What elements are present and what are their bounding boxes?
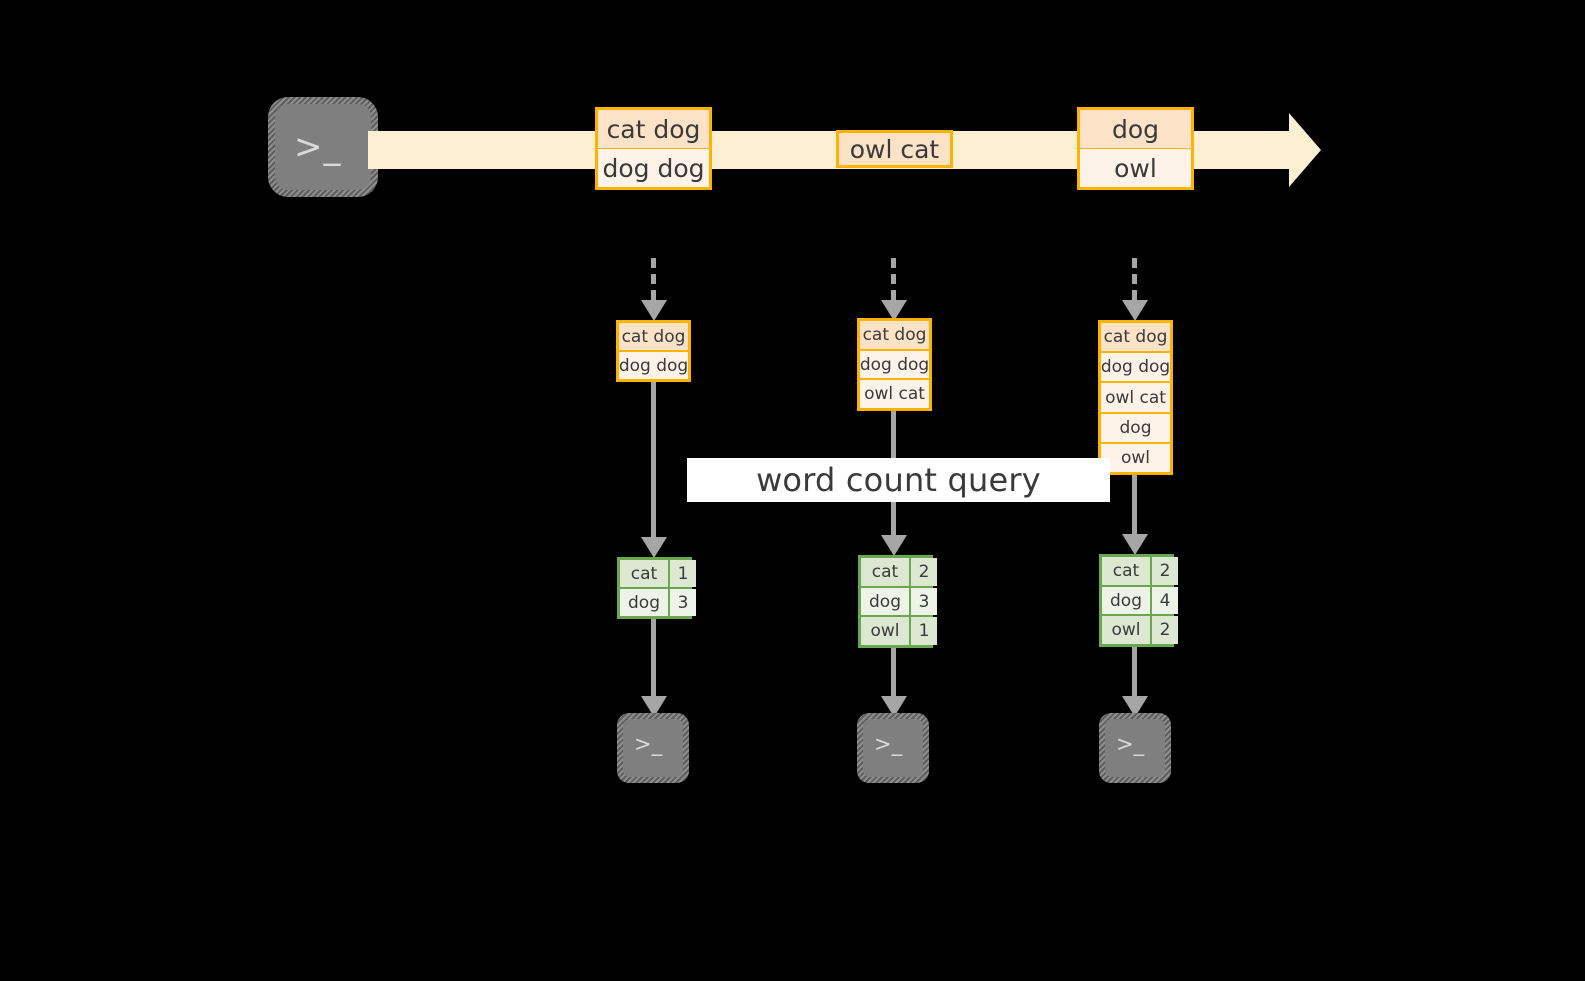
result-value: 2 bbox=[909, 558, 937, 586]
stream-record: dog owl bbox=[1077, 107, 1194, 190]
connector-arrowhead bbox=[640, 537, 667, 558]
source-terminal-icon: >_ bbox=[268, 97, 378, 197]
table-row: cat 1 bbox=[620, 560, 696, 587]
stack-line: owl cat bbox=[860, 378, 929, 409]
connector-line bbox=[651, 382, 656, 540]
record-line: cat dog bbox=[598, 110, 709, 148]
stack-line: dog dog bbox=[619, 350, 688, 379]
stream-arrow-head bbox=[1289, 113, 1321, 187]
record-line: dog dog bbox=[598, 148, 709, 187]
result-value: 4 bbox=[1150, 586, 1178, 615]
result-key: dog bbox=[620, 589, 668, 616]
stack-line: cat dog bbox=[1101, 323, 1170, 352]
connector-arrowhead bbox=[1121, 696, 1148, 717]
result-table: cat 2 dog 3 owl 1 bbox=[858, 555, 937, 648]
connector-arrowhead bbox=[1121, 300, 1148, 321]
terminal-body bbox=[863, 719, 923, 777]
stream-to-snapshot-connector bbox=[880, 258, 907, 321]
connector-line bbox=[651, 619, 656, 699]
table-row: owl 1 bbox=[861, 615, 937, 646]
stack-line: dog bbox=[1101, 411, 1170, 442]
result-key: dog bbox=[1102, 586, 1150, 615]
connector-line bbox=[1132, 647, 1137, 699]
connector-line bbox=[651, 258, 656, 300]
result-table: cat 2 dog 4 owl 2 bbox=[1099, 554, 1178, 647]
result-key: owl bbox=[861, 617, 909, 646]
terminal-body bbox=[623, 719, 683, 777]
connector-arrowhead bbox=[880, 300, 907, 321]
table-row: cat 2 bbox=[1102, 557, 1178, 585]
result-key: cat bbox=[620, 560, 668, 587]
stack-line: cat dog bbox=[619, 323, 688, 350]
connector-arrowhead bbox=[640, 300, 667, 321]
stack-line: owl bbox=[1101, 441, 1170, 473]
connector-arrowhead bbox=[1121, 534, 1148, 555]
result-key: owl bbox=[1102, 616, 1150, 645]
connector-line bbox=[1132, 475, 1137, 537]
result-value: 2 bbox=[1150, 557, 1178, 585]
table-row: owl 2 bbox=[1102, 614, 1178, 645]
result-value: 3 bbox=[668, 589, 696, 616]
result-table: cat 1 dog 3 bbox=[617, 557, 696, 619]
record-line: owl bbox=[1080, 148, 1191, 187]
snapshot-to-result-connector bbox=[640, 382, 667, 558]
terminal-prompt-glyph: >_ bbox=[294, 127, 342, 167]
record-line: dog bbox=[1080, 110, 1191, 148]
stack-line: owl cat bbox=[1101, 381, 1170, 412]
stack-line: dog dog bbox=[860, 348, 929, 379]
result-value: 1 bbox=[909, 617, 937, 646]
stack-line: cat dog bbox=[860, 321, 929, 349]
connector-arrowhead bbox=[880, 535, 907, 556]
snapshot-input-stack: cat dog dog dog owl cat dog owl bbox=[1098, 320, 1173, 475]
terminal-prompt-glyph: >_ bbox=[634, 732, 663, 756]
sink-terminal-icon: >_ bbox=[617, 713, 689, 783]
terminal-prompt-glyph: >_ bbox=[874, 732, 903, 756]
terminal-body bbox=[275, 104, 371, 190]
table-row: cat 2 bbox=[861, 558, 937, 586]
result-key: cat bbox=[1102, 557, 1150, 585]
query-label: word count query bbox=[756, 461, 1041, 499]
result-to-sink-connector bbox=[880, 648, 907, 717]
result-to-sink-connector bbox=[640, 619, 667, 717]
sink-terminal-icon: >_ bbox=[1099, 713, 1171, 783]
query-label-band: word count query bbox=[687, 458, 1110, 502]
connector-line bbox=[891, 258, 896, 300]
result-key: cat bbox=[861, 558, 909, 586]
stream-to-snapshot-connector bbox=[1121, 258, 1148, 321]
sink-terminal-icon: >_ bbox=[857, 713, 929, 783]
connector-arrowhead bbox=[880, 696, 907, 717]
result-to-sink-connector bbox=[1121, 647, 1148, 717]
snapshot-to-result-connector bbox=[1121, 475, 1148, 555]
connector-line bbox=[891, 648, 896, 699]
snapshot-input-stack: cat dog dog dog bbox=[616, 320, 691, 382]
stream-record: cat dog dog dog bbox=[595, 107, 712, 190]
connector-line bbox=[1132, 258, 1137, 300]
record-line: owl cat bbox=[839, 133, 950, 165]
stack-line: dog dog bbox=[1101, 351, 1170, 382]
terminal-prompt-glyph: >_ bbox=[1116, 732, 1145, 756]
result-value: 1 bbox=[668, 560, 696, 587]
snapshot-input-stack: cat dog dog dog owl cat bbox=[857, 318, 932, 411]
table-row: dog 3 bbox=[861, 585, 937, 616]
terminal-body bbox=[1105, 719, 1165, 777]
connector-arrowhead bbox=[640, 696, 667, 717]
table-row: dog 4 bbox=[1102, 584, 1178, 615]
stream-record: owl cat bbox=[836, 130, 953, 168]
table-row: dog 3 bbox=[620, 587, 696, 616]
stream-to-snapshot-connector bbox=[640, 258, 667, 321]
result-value: 2 bbox=[1150, 616, 1178, 645]
result-key: dog bbox=[861, 587, 909, 616]
result-value: 3 bbox=[909, 587, 937, 616]
